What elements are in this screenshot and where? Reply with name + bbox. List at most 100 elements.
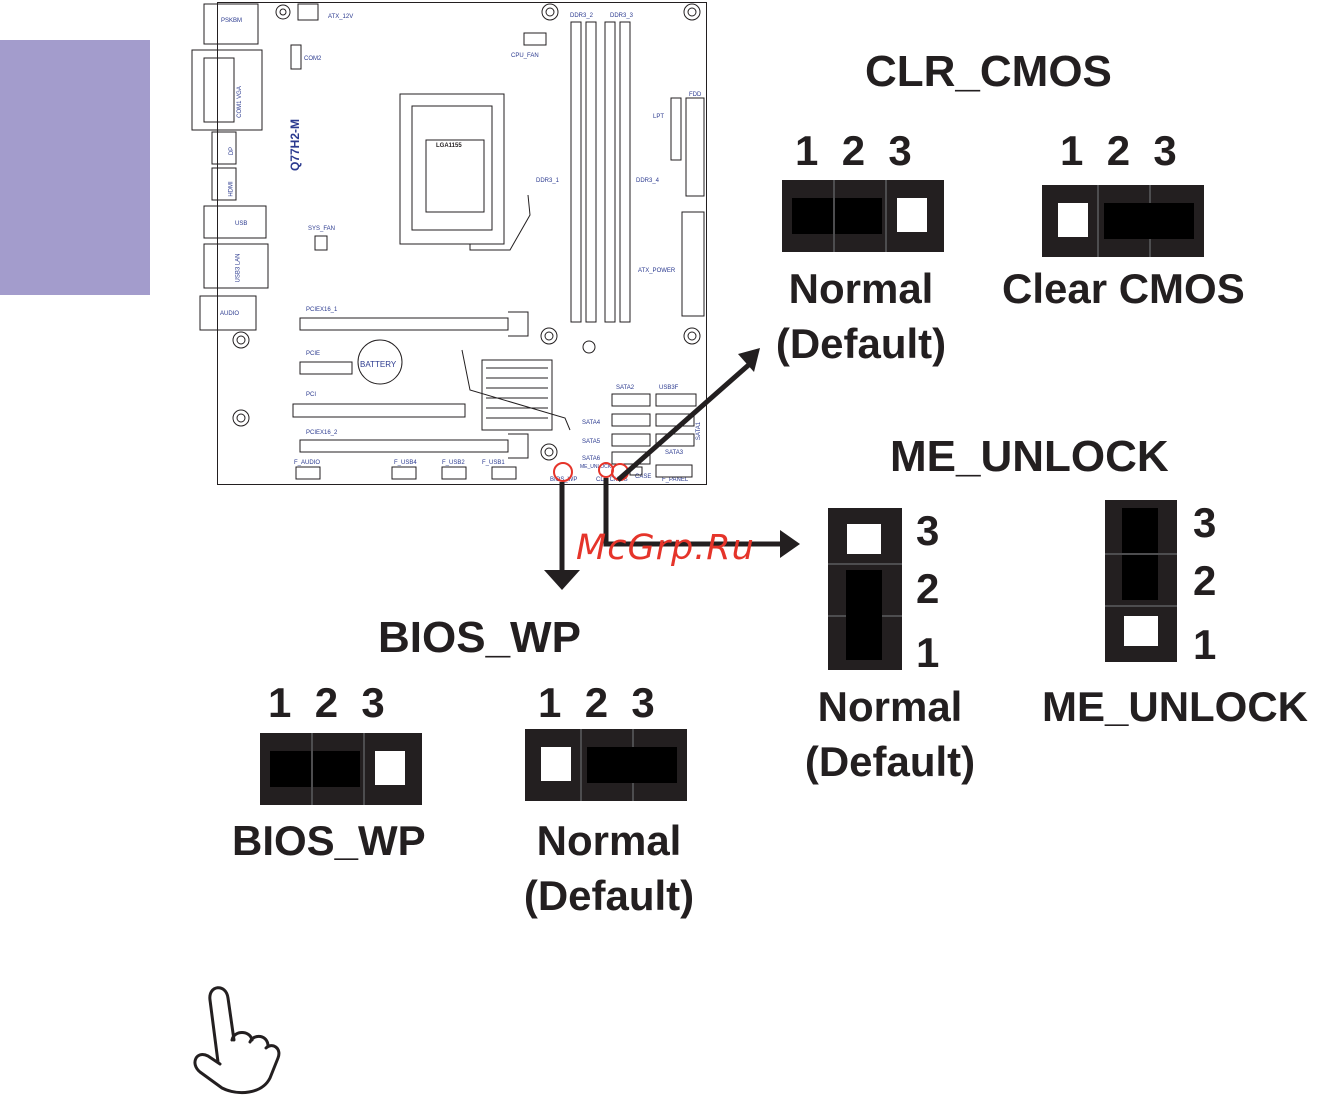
pciex16-2-slot: [299, 439, 509, 453]
arrow-clr-cmos: [616, 360, 754, 482]
arrow-me-unlock: [603, 478, 790, 547]
bios-wp-title: BIOS_WP: [378, 613, 581, 662]
clr-cmos-normal-jumper: [782, 180, 944, 252]
me-unlock-title: ME_UNLOCK: [890, 432, 1169, 481]
pcie-slot: [299, 361, 353, 375]
me-unlock-unlock-label: ME_UNLOCK: [1042, 683, 1309, 730]
dimm-slot-3: [604, 21, 616, 323]
label-socket: LGA1155: [436, 143, 462, 149]
sata2-port: [611, 393, 651, 407]
bios-wp-pins-protect: 1 2 3: [268, 679, 385, 726]
label-sysfan: SYS_FAN: [308, 226, 336, 232]
clr-cmos-pins-clear: 1 2 3: [1060, 127, 1177, 174]
me-unlock-unlock-jumper: [1105, 500, 1177, 662]
pci-slot: [292, 403, 466, 418]
bios-wp-normal-label: Normal: [536, 817, 682, 864]
watermark: McGrp.Ru: [576, 528, 755, 568]
label-ddr3-2: DDR3_2: [570, 13, 594, 19]
side-tab: [0, 40, 150, 295]
label-ddr3-3: DDR3_3: [610, 13, 634, 19]
label-pcie: PCIE: [306, 351, 321, 357]
me-unlock-normal-caption: Normal (Default): [795, 680, 985, 789]
label-ddr3-1: DDR3_1: [536, 178, 560, 184]
label-atx12v: ATX_12V: [328, 14, 354, 20]
me-unlock-normal-pin3: 3: [916, 507, 940, 554]
usb-port: [203, 205, 267, 239]
label-usb: USB: [235, 221, 248, 227]
label-cpufan: CPU_FAN: [511, 53, 539, 59]
label-fusb4: F_USB4: [394, 460, 417, 466]
bios-wp-normal-caption: Normal (Default): [514, 814, 704, 923]
dp-port: [211, 131, 237, 165]
label-sata3: SATA3: [665, 450, 684, 456]
me-unlock-unlock-pin3: 3: [1193, 499, 1217, 546]
me-unlock-unlock-pin2: 2: [1193, 557, 1217, 604]
label-com2: COM2: [304, 56, 322, 62]
lpt-header: [670, 97, 682, 161]
label-clrcmos: CLR CMOS: [596, 477, 628, 483]
me-unlock-unlock-pin1: 1: [1193, 621, 1217, 668]
pciex16-1-slot: [299, 317, 509, 331]
com-vga-port: [191, 49, 263, 131]
clr-cmos-pins-normal: 1 2 3: [795, 127, 912, 174]
label-atxpower: ATX_POWER: [638, 268, 676, 274]
me-unlock-default-label: (Default): [804, 737, 976, 785]
bios-wp-normal-jumper: [525, 729, 687, 801]
sata6-port: [611, 451, 651, 465]
cpu-socket: [399, 93, 505, 245]
me-unlock-normal-jumper: [828, 508, 902, 670]
clr-cmos-normal-caption: Normal (Default): [766, 262, 956, 371]
label-case: CASE: [635, 474, 652, 480]
label-sata2: SATA2: [616, 385, 635, 391]
label-sata6: SATA6: [582, 456, 601, 462]
hdmi-port: [211, 167, 237, 201]
sata3-port: [655, 433, 695, 447]
clr-cmos-title: CLR_CMOS: [865, 47, 1112, 96]
clr-cmos-clear-label: Clear CMOS: [1002, 265, 1245, 312]
label-pci: PCI: [306, 392, 317, 398]
label-faudio: F_AUDIO: [294, 460, 321, 466]
usb3f-header: [655, 393, 697, 407]
clr-cmos-normal-label: Normal: [788, 265, 934, 312]
bios-wp-pins-normal: 1 2 3: [538, 679, 655, 726]
me-unlock-normal-pin2: 2: [916, 565, 940, 612]
label-fusb1: F_USB1: [482, 460, 505, 466]
battery: [357, 339, 403, 385]
clr-cmos-default-label: (Default): [775, 319, 947, 367]
clr-cmos-clear-jumper: [1042, 185, 1204, 257]
label-meunlock: ME_UNLOCK: [580, 464, 612, 470]
me-unlock-normal-pin1: 1: [916, 629, 940, 676]
label-pskbm: PSKBM: [221, 18, 243, 24]
chipset-heatsink: [481, 359, 553, 431]
sata4-port: [611, 413, 651, 427]
dimm-slot-2: [585, 21, 597, 323]
label-fusb2: F_USB2: [442, 460, 465, 466]
label-lpt: LPT: [653, 114, 665, 120]
label-pciex16-2: PCIEX16_2: [306, 430, 338, 436]
me-unlock-highlight: [598, 462, 614, 478]
label-sata4: SATA4: [582, 420, 601, 426]
audio-port: [199, 295, 257, 331]
fdd-connector: [685, 97, 705, 197]
label-battery: BATTERY: [360, 360, 397, 369]
label-usb3f: USB3F: [659, 385, 679, 391]
label-sata5: SATA5: [582, 439, 601, 445]
bios-wp-highlight: [553, 462, 573, 482]
bios-wp-protect-label: BIOS_WP: [232, 817, 426, 864]
label-pciex16-1: PCIEX16_1: [306, 307, 338, 313]
atx-power-connector: [681, 211, 705, 317]
dimm-slot-1: [570, 21, 582, 323]
pointing-hand-icon: [193, 986, 281, 1095]
ps2-port: [203, 3, 259, 45]
sata1-port: [655, 413, 695, 427]
me-unlock-normal-label: Normal: [817, 683, 963, 730]
label-audio: AUDIO: [220, 311, 240, 317]
bios-wp-protect-jumper: [260, 733, 422, 805]
usb3-lan-port: [203, 243, 269, 289]
bios-wp-default-label: (Default): [523, 871, 695, 919]
label-fdd: FDD: [689, 92, 702, 98]
sata5-port: [611, 433, 651, 447]
dimm-slot-4: [619, 21, 631, 323]
label-fpanel: F_PANEL: [662, 477, 689, 483]
